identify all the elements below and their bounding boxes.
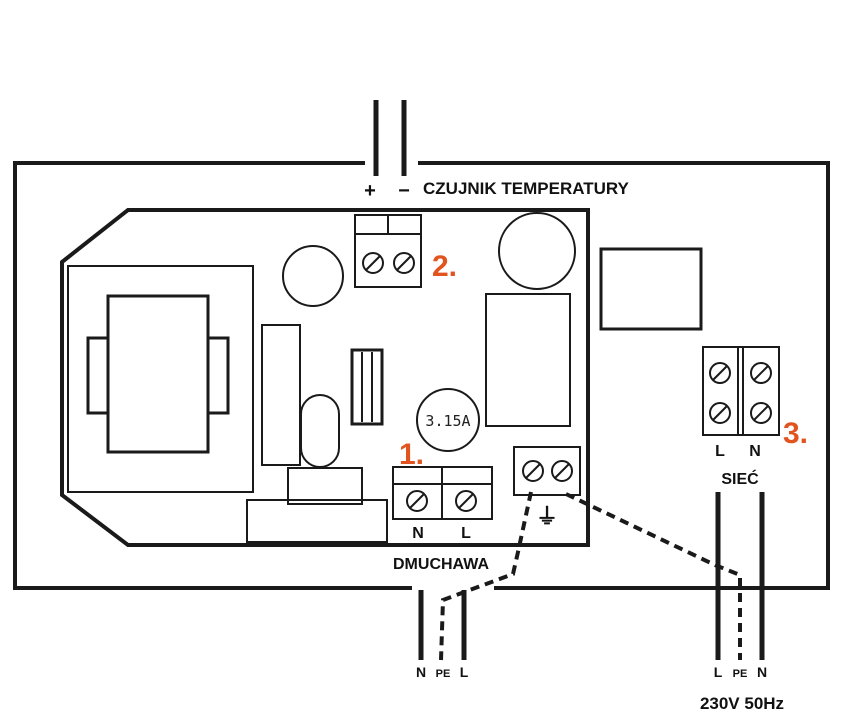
mains-screw-l-bottom[interactable] (709, 402, 731, 424)
fuse-label: 3.15A (425, 412, 470, 430)
blower-terminal-n: N (412, 525, 424, 542)
mains-wire-n: N (757, 664, 767, 680)
sensor-minus-label: − (398, 180, 410, 202)
blower-screw-l[interactable] (455, 490, 477, 512)
mains-terminal-l: L (715, 443, 725, 460)
mains-screw-n-top[interactable] (750, 362, 772, 384)
sensor-terminal-block (354, 214, 422, 288)
marker-3: 3. (783, 417, 808, 450)
ground-icon: ⏚ (536, 504, 558, 529)
sensor-screw-plus[interactable] (362, 252, 384, 274)
mains-label: SIEĆ (721, 469, 759, 488)
mains-terminal-block (702, 346, 780, 436)
resistor-block (261, 324, 301, 466)
capacitor-left (282, 245, 344, 307)
marker-1: 1. (399, 438, 424, 471)
marker-2: 2. (432, 250, 457, 283)
base-block (287, 467, 363, 505)
chip-component (350, 348, 384, 426)
sensor-screw-minus[interactable] (393, 252, 415, 274)
sensor-label: CZUJNIK TEMPERATURY (423, 179, 630, 198)
pcb-board (60, 208, 590, 547)
bottom-connector (246, 499, 388, 543)
blower-wire-n: N (416, 664, 426, 680)
capacitor-right (498, 212, 576, 290)
mains-cable (715, 492, 765, 660)
mains-wire-l: L (714, 664, 723, 680)
sensor-plus-label: + (364, 180, 376, 202)
mains-screw-l-top[interactable] (709, 362, 731, 384)
crystal-component (300, 394, 340, 468)
blower-pe-wire (439, 491, 533, 661)
housing-outline (13, 161, 830, 590)
blower-label: DMUCHAWA (393, 556, 489, 573)
ground-terminal-block (513, 446, 581, 496)
mains-screw-n-bottom[interactable] (750, 402, 772, 424)
pcb-components (246, 212, 703, 543)
display-window (599, 247, 703, 331)
blower-cable (418, 590, 467, 660)
blower-screw-n[interactable] (406, 490, 428, 512)
sensor-cable (373, 100, 407, 176)
mains-terminal-n: N (749, 443, 761, 460)
blower-terminal-l: L (461, 525, 471, 542)
supply-label: 230V 50Hz (700, 694, 784, 713)
mains-wire-pe: PE (733, 668, 748, 680)
blower-wire-pe: PE (436, 668, 451, 680)
blower-terminal-block (392, 466, 493, 520)
fuse (416, 388, 480, 452)
ground-screw-2[interactable] (551, 460, 573, 482)
transformer (67, 265, 254, 493)
mains-pe-wire (565, 492, 742, 660)
relay-component (485, 293, 571, 427)
ground-screw-1[interactable] (522, 460, 544, 482)
blower-wire-l: L (460, 664, 469, 680)
